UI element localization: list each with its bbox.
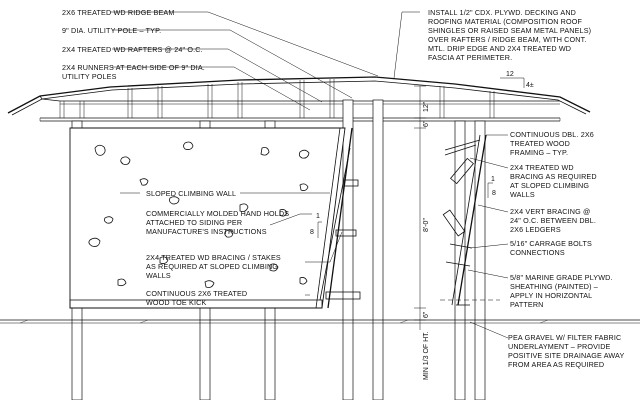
note-bracing-3: AT SLOPED CLIMBING bbox=[510, 181, 589, 190]
roof-slope-run: 12 bbox=[506, 71, 514, 78]
note-toe-kick-2: WOOD TOE KICK bbox=[146, 298, 206, 307]
side-slope-run: 1 bbox=[491, 176, 495, 183]
dim-embed: MIN 1/3 OF HT. bbox=[423, 331, 430, 380]
roof-note-line-1: INSTALL 1/2" CDX. PLYWD. DECKING AND bbox=[428, 8, 576, 17]
wall-slope-rise: 8 bbox=[310, 229, 314, 236]
note-vert-bracing-2: 24" O.C. BETWEEN DBL. bbox=[510, 216, 596, 225]
note-framing-3: FRAMING – TYP. bbox=[510, 148, 568, 157]
note-ridge-beam: 2X6 TREATED WD RIDGE BEAM bbox=[62, 8, 175, 17]
note-vert-bracing-3: 2X6 LEDGERS bbox=[510, 225, 561, 234]
note-bracing-stakes-2: AS REQUIRED AT SLOPED CLIMBING bbox=[146, 262, 278, 271]
notes-left: 2X6 TREATED WD RIDGE BEAM 9" DIA. UTILIT… bbox=[62, 8, 205, 81]
wall-slope-run: 1 bbox=[316, 213, 320, 220]
note-runners-2: UTILITY POLES bbox=[62, 72, 117, 81]
roof-note-line-3: SHINGLES OR RAISED SEAM METAL PANELS) bbox=[428, 26, 591, 35]
ground bbox=[0, 319, 640, 324]
side-section bbox=[440, 134, 500, 306]
note-hand-holds-1: COMMERCIALLY MOLDED HAND HOLDS bbox=[146, 209, 289, 218]
dim-wall-height: 8'-0" bbox=[423, 218, 430, 232]
climbing-wall-panel bbox=[69, 127, 361, 309]
note-bracing-stakes-3: WALLS bbox=[146, 271, 171, 280]
roof-note-line-6: FASCIA AT PERIMETER. bbox=[428, 53, 512, 62]
note-framing-2: TREATED WOOD bbox=[510, 139, 570, 148]
note-gravel-2: UNDERLAYMENT – PROVIDE bbox=[508, 342, 611, 351]
rafter-tails bbox=[59, 79, 495, 118]
note-sheathing-1: 5/8" MARINE GRADE PLYWD. bbox=[510, 273, 613, 282]
notes-right: CONTINUOUS DBL. 2X6 TREATED WOOD FRAMING… bbox=[508, 130, 624, 369]
note-framing-1: CONTINUOUS DBL. 2X6 bbox=[510, 130, 594, 139]
hand-holds bbox=[88, 141, 310, 288]
note-sheathing-3: APPLY IN HORIZONTAL bbox=[510, 291, 592, 300]
dim-top-b: 6" bbox=[423, 120, 430, 127]
roof-note: INSTALL 1/2" CDX. PLYWD. DECKING AND ROO… bbox=[428, 8, 591, 62]
note-sloped-wall: SLOPED CLIMBING WALL bbox=[146, 189, 236, 198]
note-utility-pole: 9" DIA. UTILITY POLE – TYP. bbox=[62, 26, 161, 35]
wall-notes: SLOPED CLIMBING WALL COMMERCIALLY MOLDED… bbox=[146, 189, 289, 307]
toe-kick bbox=[69, 299, 323, 309]
note-hand-holds-3: MANUFACTURE'S INSTRUCTIONS bbox=[146, 227, 267, 236]
note-bolts-2: CONNECTIONS bbox=[510, 248, 565, 257]
note-hand-holds-2: ATTACHED TO SIDING PER bbox=[146, 218, 242, 227]
note-gravel-1: PEA GRAVEL W/ FILTER FABRIC bbox=[508, 333, 621, 342]
roof-note-line-2: ROOFING MATERIAL (COMPOSITION ROOF bbox=[428, 17, 583, 26]
roof-note-line-4: OVER RAFTERS / RIDGE BEAM, WITH CONT. bbox=[428, 35, 587, 44]
note-sheathing-2: SHEATHING (PAINTED) – bbox=[510, 282, 598, 291]
note-runners-1: 2X4 RUNNERS AT EACH SIDE OF 9" DIA. bbox=[62, 63, 205, 72]
side-slope-rise: 8 bbox=[492, 190, 496, 197]
note-bracing-2: BRACING AS REQUIRED bbox=[510, 172, 597, 181]
note-bracing-4: WALLS bbox=[510, 190, 535, 199]
note-sheathing-4: PATTERN bbox=[510, 300, 544, 309]
dimension-lines: 12" 6" 8'-0" 6" MIN 1/3 OF HT. 12 4± 8 1… bbox=[310, 71, 534, 380]
roof-slope-rise: 4± bbox=[526, 82, 534, 89]
roof-note-line-5: MTL. DRIP EDGE AND 2X4 TREATED WD bbox=[428, 44, 571, 53]
note-rafters: 2X4 TREATED WD RAFTERS @ 24" O.C. bbox=[62, 45, 203, 54]
dim-base: 6" bbox=[423, 311, 430, 318]
note-bracing-stakes-1: 2X4 TREATED WD BRACING / STAKES bbox=[146, 253, 281, 262]
dim-top: 12" bbox=[423, 101, 430, 112]
roof bbox=[7, 76, 591, 122]
note-bracing-1: 2X4 TREATED WD bbox=[510, 163, 574, 172]
note-toe-kick-1: CONTINUOUS 2X6 TREATED bbox=[146, 289, 247, 298]
note-gravel-4: FROM AREA AS REQUIRED bbox=[508, 360, 604, 369]
note-bolts-1: 5/16" CARRAGE BOLTS bbox=[510, 239, 592, 248]
note-vert-bracing-1: 2X4 VERT BRACING @ bbox=[510, 207, 590, 216]
note-gravel-3: POSITIVE SITE DRAINAGE AWAY bbox=[508, 351, 624, 360]
leader-lines bbox=[110, 11, 509, 339]
